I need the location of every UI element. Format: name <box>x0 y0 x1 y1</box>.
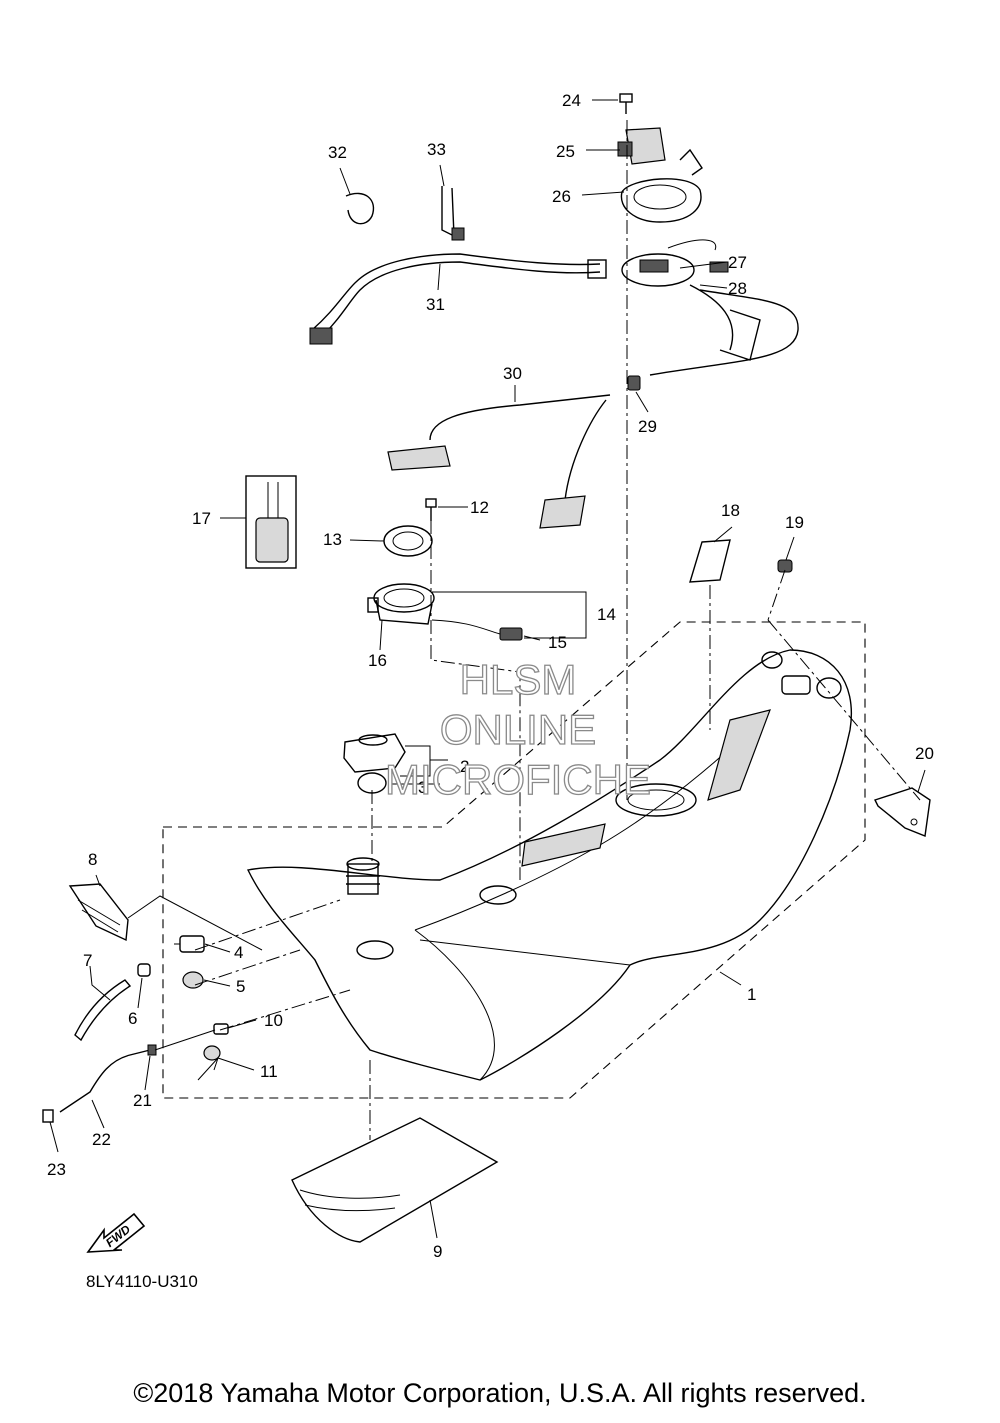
part-30-vent-tube <box>387 394 611 529</box>
filler-neck <box>346 857 380 895</box>
watermark-line-2: ONLINE <box>440 706 596 753</box>
callout-22: 22 <box>92 1130 111 1149</box>
callout-8: 8 <box>88 850 97 869</box>
callout-15: 15 <box>548 633 567 652</box>
callout-27: 27 <box>728 253 747 272</box>
callout-32: 32 <box>328 143 347 162</box>
callout-2: 2 <box>460 757 469 776</box>
part-10-fitting <box>213 1023 229 1035</box>
callout-18: 18 <box>721 501 740 520</box>
part-11-grommet <box>203 1045 221 1061</box>
axis-line-5 <box>767 619 921 801</box>
callout-1: 1 <box>747 985 756 1004</box>
part-9-sheet <box>291 1117 499 1243</box>
part-16-filter <box>367 597 379 613</box>
axis-line-6 <box>767 569 786 621</box>
part-20-bracket <box>874 787 931 837</box>
callout-14: 14 <box>597 605 616 624</box>
part-25-connector <box>617 127 666 165</box>
part-4-valve <box>174 935 205 953</box>
callout-26: 26 <box>552 187 571 206</box>
callout-9: 9 <box>433 1242 442 1261</box>
part-18-label <box>689 539 731 583</box>
callout-21: 21 <box>133 1091 152 1110</box>
callout-25: 25 <box>556 142 575 161</box>
callout-24: 24 <box>562 91 581 110</box>
part-15-connector <box>499 627 523 641</box>
leader-lines <box>49 99 926 1239</box>
callout-31: 31 <box>426 295 445 314</box>
part-27-pump-head <box>621 239 729 287</box>
part-23-cap <box>42 1109 54 1123</box>
callout-6: 6 <box>128 1009 137 1028</box>
diagram-code: 8LY4110-U310 <box>86 1272 198 1291</box>
callout-33: 33 <box>427 140 446 159</box>
part-22-hose <box>59 1049 151 1113</box>
part-7-hose <box>74 979 132 1042</box>
copyright-notice: ©2018 Yamaha Motor Corporation, U.S.A. A… <box>133 1378 867 1408</box>
part-12-bolt <box>425 498 437 521</box>
part-13-gasket <box>383 525 433 557</box>
axis-line-2 <box>430 520 521 880</box>
part-5-grommet <box>182 971 204 989</box>
fwd-arrow-icon: FWD <box>86 1212 146 1253</box>
callout-23: 23 <box>47 1160 66 1179</box>
part-32-clip <box>345 192 375 225</box>
callout-29: 29 <box>638 417 657 436</box>
part-24-screw <box>619 93 633 114</box>
part-31-fuel-hose <box>309 253 607 345</box>
callout-3: 3 <box>418 778 427 797</box>
callout-12: 12 <box>470 498 489 517</box>
watermark-line-1: HLSM <box>460 656 577 703</box>
callout-7: 7 <box>83 951 92 970</box>
part-17-sender-unit <box>245 475 297 569</box>
callout-11: 11 <box>260 1062 278 1081</box>
part-29-nut <box>627 375 641 391</box>
watermark-line-3: MICROFICHE <box>385 756 651 803</box>
callout-10: 10 <box>264 1011 283 1030</box>
part-26-gasket <box>620 148 703 223</box>
callout-30: 30 <box>503 364 522 383</box>
callout-4: 4 <box>234 943 243 962</box>
axis-line-8 <box>194 899 351 1031</box>
tank-assembly-outline <box>162 621 866 1099</box>
part-6-clip <box>137 963 151 977</box>
callout-28: 28 <box>728 279 747 298</box>
hose-leader <box>154 1029 216 1051</box>
callout-5: 5 <box>236 977 245 996</box>
part-8-pad <box>68 883 129 942</box>
part-33-clamp <box>441 186 465 241</box>
callout-17: 17 <box>192 509 211 528</box>
callout-20: 20 <box>915 744 934 763</box>
part-28-pump-hose <box>649 284 799 376</box>
part-21-clamp <box>147 1044 157 1056</box>
part-2-fuel-cap <box>343 733 406 773</box>
part-19-nut <box>777 559 793 573</box>
callout-19: 19 <box>785 513 804 532</box>
fuel-tank <box>246 649 852 1081</box>
callout-13: 13 <box>323 530 342 549</box>
callout-16: 16 <box>368 651 387 670</box>
watermark: HLSM ONLINE MICROFICHE <box>384 655 651 803</box>
